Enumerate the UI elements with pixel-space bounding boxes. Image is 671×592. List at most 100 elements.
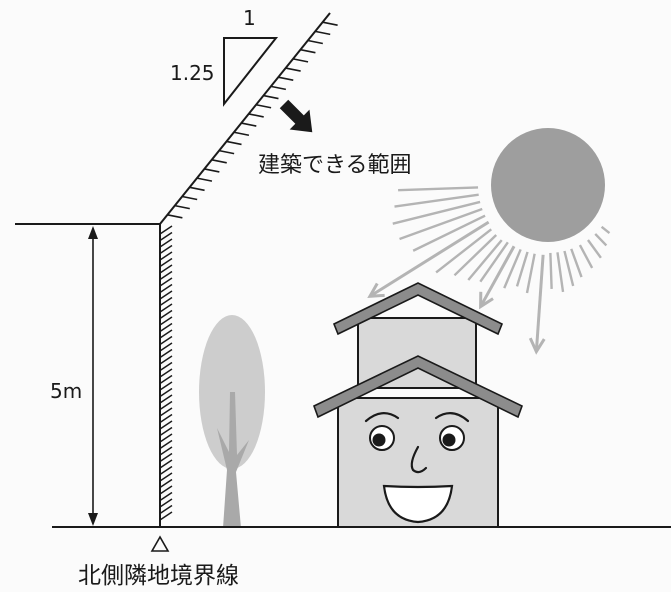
setback-slope-line bbox=[159, 12, 331, 225]
sun-ray-arrowhead-icon bbox=[479, 291, 494, 310]
wall-hatch-line bbox=[159, 303, 173, 313]
wall-hatch-line bbox=[159, 374, 173, 385]
sun-ray bbox=[578, 244, 594, 269]
buildable-area-label: 建築できる範囲 bbox=[258, 153, 412, 178]
nose bbox=[410, 445, 428, 474]
wall-hatch-line bbox=[159, 225, 173, 235]
sun-ray bbox=[453, 234, 498, 277]
wall-hatch-line bbox=[159, 335, 173, 346]
wall-hatch-line bbox=[159, 283, 173, 294]
sun-ray bbox=[435, 228, 493, 274]
wall-hatch-line bbox=[159, 420, 173, 430]
slope-hatch-tick bbox=[300, 48, 316, 54]
wall-hatch-line bbox=[159, 270, 173, 281]
slope-hatch-tick bbox=[241, 122, 257, 127]
wall-hatch-line bbox=[159, 277, 173, 287]
slope-hatch-tick bbox=[196, 177, 213, 182]
slope-hatch-tick bbox=[322, 21, 338, 26]
dimension-arrow-bottom-icon bbox=[88, 513, 98, 526]
slope-ratio-triangle bbox=[223, 37, 279, 107]
wall-hatch-line bbox=[159, 368, 173, 378]
wall-hatch-line bbox=[159, 498, 173, 508]
sun-ray bbox=[594, 233, 608, 247]
slope-hatch-tick bbox=[307, 39, 323, 45]
slope-hatch-tick bbox=[167, 214, 183, 219]
sun-ray-arrowhead-icon bbox=[367, 282, 385, 298]
right-pupil bbox=[442, 433, 456, 447]
setback-slope bbox=[159, 12, 338, 225]
wall-hatch-line bbox=[159, 231, 173, 242]
wall-hatch-line bbox=[159, 400, 173, 411]
sun-ray bbox=[563, 250, 575, 287]
slope-hatch-tick bbox=[255, 103, 272, 109]
height-dimension: 5m bbox=[50, 226, 98, 526]
sun-ray bbox=[556, 252, 565, 293]
slope-ratio-indicator: 1 1.25 bbox=[170, 6, 279, 107]
slope-hatch-tick bbox=[182, 195, 198, 201]
slope-ratio-horizontal-label: 1 bbox=[243, 6, 256, 30]
sun-ray bbox=[398, 186, 479, 192]
arrow-shape bbox=[279, 99, 313, 133]
smiling-mouth bbox=[382, 484, 454, 524]
slope-hatch-tick bbox=[315, 30, 331, 36]
wall-hatch-line bbox=[159, 251, 173, 261]
sun-ray-arrowhead-icon bbox=[528, 337, 546, 355]
sun-ray bbox=[570, 248, 583, 278]
slope-hatch-tick bbox=[204, 168, 220, 173]
wall-hatch-line bbox=[159, 478, 173, 489]
slope-hatch-tick bbox=[211, 158, 227, 164]
wall-hatch-line bbox=[159, 433, 173, 443]
wall-hatch-line bbox=[159, 257, 173, 268]
wall-hatch-line bbox=[159, 511, 173, 521]
right-eyebrow bbox=[434, 412, 470, 423]
wall-hatch-line bbox=[159, 348, 173, 359]
wall-hatch-line bbox=[159, 446, 173, 456]
wall-hatch-line bbox=[159, 290, 173, 300]
wall-hatch-line bbox=[159, 342, 173, 352]
sun-ray bbox=[399, 207, 483, 241]
height-label: 5m bbox=[50, 379, 82, 403]
slope-hatch-tick bbox=[174, 204, 190, 210]
house-upper-roof bbox=[332, 282, 504, 336]
slope-hatch-tick bbox=[233, 131, 250, 137]
wall-hatch-line bbox=[159, 485, 173, 495]
wall-hatch-line bbox=[159, 459, 173, 469]
sun-ray bbox=[392, 200, 481, 225]
wall-hatch-line bbox=[159, 381, 173, 391]
buildable-direction-arrow-icon bbox=[279, 99, 313, 133]
sun-ray bbox=[503, 248, 522, 289]
slope-hatch-tick bbox=[285, 67, 301, 72]
wall-hatch-line bbox=[159, 504, 173, 515]
slope-hatch-tick bbox=[278, 76, 294, 82]
boundary-label: 北側隣地境界線 bbox=[78, 563, 239, 589]
wall-hatch-line bbox=[159, 322, 173, 333]
wall-hatch-line bbox=[159, 309, 173, 320]
sun-ray bbox=[600, 225, 611, 234]
wall-hatch-line bbox=[159, 244, 173, 255]
tree-trunk bbox=[217, 392, 249, 528]
sun-ray bbox=[479, 241, 509, 283]
slope-hatch-tick bbox=[218, 149, 235, 155]
wall-hatch-line bbox=[159, 355, 173, 365]
wall-hatch-line bbox=[159, 465, 173, 476]
boundary-marker-triangle-icon bbox=[150, 535, 170, 552]
sun-ray bbox=[525, 253, 536, 294]
sun-icon bbox=[491, 128, 605, 242]
left-eyebrow bbox=[364, 412, 400, 423]
wall-hatch-line bbox=[159, 413, 173, 424]
slope-hatch-tick bbox=[189, 186, 205, 192]
tree-icon bbox=[199, 315, 265, 528]
wall-hatch-line bbox=[159, 452, 173, 463]
wall-hatch-line bbox=[159, 407, 173, 417]
sun-ray-arrow bbox=[534, 254, 545, 352]
sun-ray bbox=[394, 193, 479, 208]
wall-hatch-line bbox=[159, 296, 173, 307]
slope-hatch-tick bbox=[263, 94, 279, 100]
wall-hatch-line bbox=[159, 491, 173, 502]
sun-ray-arrow bbox=[369, 220, 490, 298]
sun-ray-arrow bbox=[479, 245, 516, 308]
boundary-wall-hatching bbox=[159, 225, 173, 521]
house-icon bbox=[313, 282, 523, 528]
slope-hatch-tick bbox=[226, 140, 242, 146]
